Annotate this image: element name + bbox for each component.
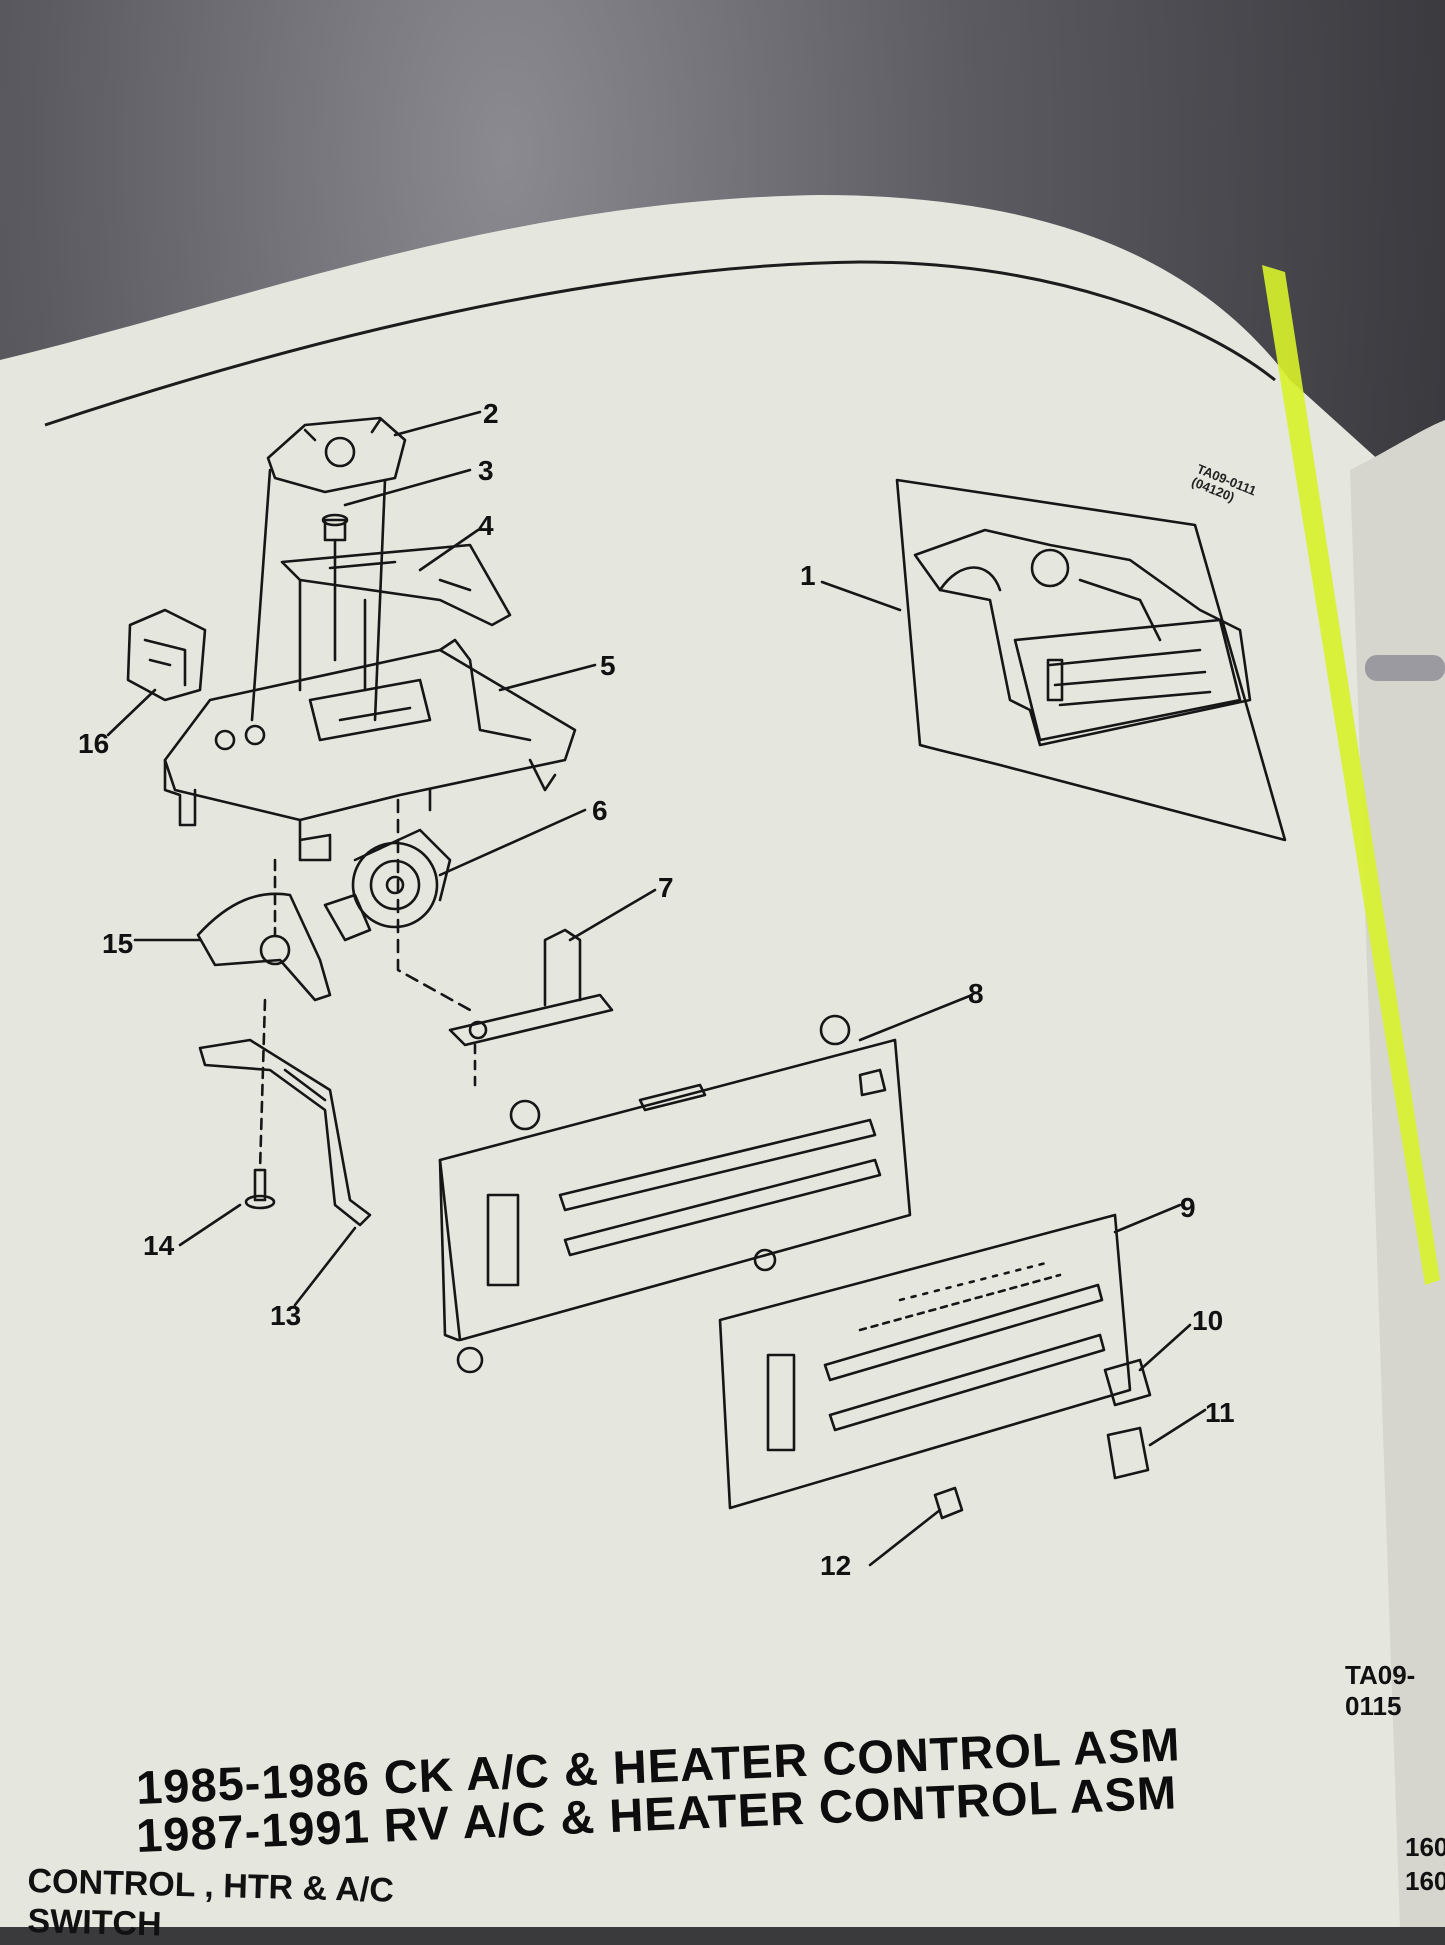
callout-7: 7 (658, 872, 674, 903)
index-entry-switch: SWITCH (27, 1902, 163, 1944)
callout-14: 14 (143, 1230, 175, 1261)
callout-6: 6 (592, 795, 608, 826)
inset-frame (895, 478, 1287, 842)
callout-1: 1 (800, 560, 816, 591)
part-8-bezel (438, 1038, 912, 1342)
part-13-arm (198, 1038, 372, 1227)
part-16-motor (126, 608, 207, 702)
highlighter-mark (1262, 265, 1440, 1285)
callout-5: 5 (600, 650, 616, 681)
part-9-faceplate (718, 1213, 1132, 1510)
next-page-edge (1350, 420, 1445, 1927)
binder-ring (1365, 655, 1445, 681)
callout-16: 16 (78, 728, 110, 759)
callout-13: 13 (270, 1300, 302, 1331)
figure-code: TA09-0115 (1345, 1660, 1416, 1721)
part-11-knob (1106, 1426, 1150, 1480)
header-rule (44, 260, 1276, 427)
callout-3: 3 (478, 455, 494, 486)
callout-15: 15 (102, 928, 134, 959)
page-ref-2: 160 (1405, 1866, 1445, 1896)
part-3-pin (323, 518, 347, 542)
page-ref-1: 160 (1405, 1832, 1445, 1862)
part-6-wheel (351, 841, 439, 929)
callout-8: 8 (968, 978, 984, 1009)
part-7-bracket (448, 993, 614, 1047)
callout-9: 9 (1180, 1192, 1196, 1223)
callout-10: 10 (1192, 1305, 1224, 1336)
callout-12: 12 (820, 1550, 852, 1581)
part-5-housing (163, 648, 577, 822)
callout-2: 2 (483, 398, 499, 429)
callout-4: 4 (478, 510, 494, 541)
inset-assembly (913, 528, 1252, 747)
part-14-rivet (253, 1168, 267, 1202)
callout-11: 11 (1205, 1397, 1235, 1428)
part-10-knob (1103, 1358, 1152, 1407)
part-2-cam-plate (266, 416, 407, 494)
paper-sheet (0, 195, 1445, 1927)
part-15-lever (196, 892, 332, 1002)
